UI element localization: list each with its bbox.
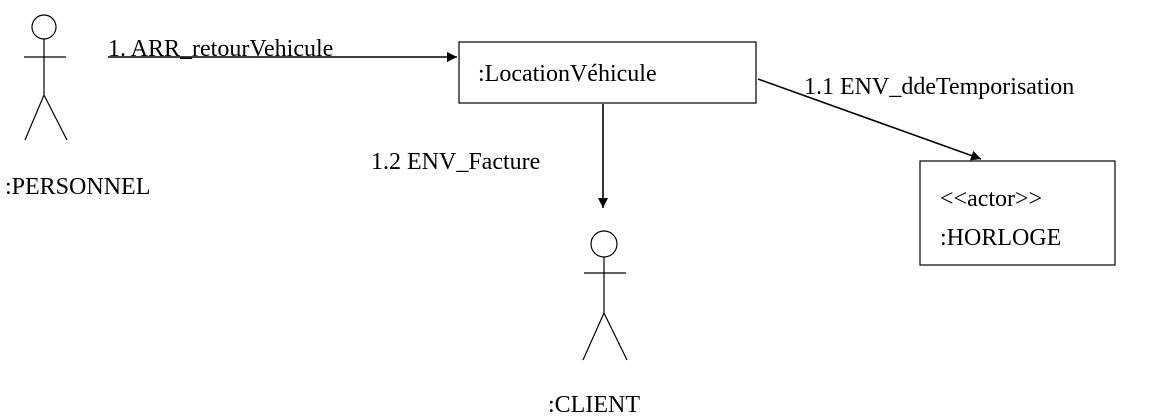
horloge-box [919, 160, 1116, 266]
message-arr-retour-vehicule-label: 1. ARR_retourVehicule [108, 36, 333, 62]
message-facture-label: 1.2 ENV_Facture [371, 149, 540, 175]
message-arr-retour-vehicule: 1. ARR_retourVehicule [108, 36, 457, 62]
message-ddetemporisation: 1.1 ENV_ddeTemporisation [757, 74, 1074, 161]
personnel-actor-leg-left [24, 94, 45, 141]
client-actor: :CLIENT [548, 230, 640, 416]
personnel-actor-head [31, 14, 57, 40]
message-ddetemporisation-label: 1.1 ENV_ddeTemporisation [804, 74, 1074, 100]
message-ddetemporisation-arrow [757, 78, 982, 161]
client-label: :CLIENT [548, 392, 640, 416]
client-actor-head [590, 230, 618, 258]
location-vehicule-box [458, 41, 757, 104]
horloge-stereotype: <<actor>> [940, 186, 1042, 212]
location-vehicule-label: :LocationVéhicule [478, 61, 657, 87]
client-actor-leg-right [603, 312, 628, 361]
client-actor-leg-left [582, 312, 605, 361]
horloge-label: :HORLOGE [940, 225, 1061, 251]
personnel-label: :PERSONNEL [5, 174, 150, 200]
personnel-actor-leg-right [43, 94, 68, 141]
horloge-object: <<actor>> :HORLOGE [919, 160, 1116, 266]
personnel-actor: :PERSONNEL [5, 14, 150, 200]
message-facture: 1.2 ENV_Facture [371, 104, 608, 208]
location-vehicule-object: :LocationVéhicule [458, 41, 757, 104]
